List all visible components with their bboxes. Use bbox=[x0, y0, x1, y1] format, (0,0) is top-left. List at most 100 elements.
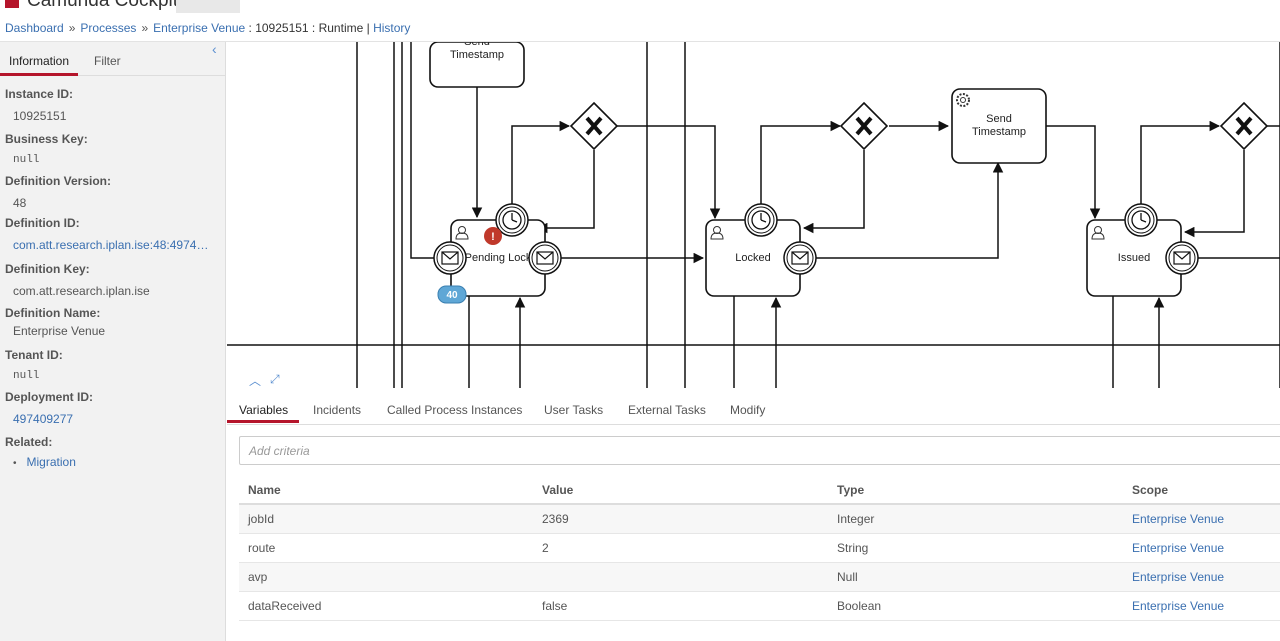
table-row: dataReceived false Boolean Enterprise Ve… bbox=[239, 591, 1280, 621]
task-label-send-timestamp-1-line1: Send bbox=[464, 42, 490, 48]
variable-scope-link[interactable]: Enterprise Venue bbox=[1123, 504, 1280, 534]
variable-scope-link[interactable]: Enterprise Venue bbox=[1123, 591, 1280, 621]
variable-type: Integer bbox=[828, 504, 1123, 534]
task-label-locked: Locked bbox=[735, 252, 770, 264]
variable-scope-link[interactable]: Enterprise Venue bbox=[1123, 562, 1280, 592]
message-boundary-event-icon[interactable] bbox=[528, 241, 562, 275]
instance-id-field: Instance ID: 10925151 bbox=[5, 87, 221, 123]
definition-id-field: Definition ID: com.att.research.iplan.is… bbox=[5, 216, 221, 252]
table-row: jobId 2369 Integer Enterprise Venue bbox=[239, 504, 1280, 534]
incident-badge[interactable]: ! bbox=[484, 227, 502, 245]
tab-filter[interactable]: Filter bbox=[94, 54, 121, 68]
table-row: route 2 String Enterprise Venue bbox=[239, 533, 1280, 563]
field-label: Related: bbox=[5, 435, 53, 449]
variable-value[interactable]: false bbox=[533, 591, 828, 621]
field-label: Definition Name: bbox=[5, 306, 101, 320]
task-send-timestamp-2[interactable] bbox=[951, 88, 1047, 164]
column-name[interactable]: Name bbox=[239, 476, 533, 505]
breadcrumb-separator: » bbox=[141, 21, 149, 35]
task-label-send-timestamp-2-line2: Timestamp bbox=[972, 126, 1026, 138]
message-boundary-event-icon[interactable] bbox=[1165, 241, 1199, 275]
table-header-row: Name Value Type Scope bbox=[239, 476, 1280, 505]
tab-external-tasks[interactable]: External Tasks bbox=[628, 403, 706, 417]
task-send-timestamp-1[interactable] bbox=[429, 42, 525, 88]
field-label: Business Key: bbox=[5, 132, 88, 146]
variable-value[interactable]: 2 bbox=[533, 533, 828, 563]
tab-incidents[interactable]: Incidents bbox=[313, 403, 362, 417]
message-boundary-event-icon[interactable] bbox=[783, 241, 817, 275]
breadcrumb-processes-link[interactable]: Processes bbox=[80, 21, 137, 35]
variable-name: avp bbox=[239, 562, 533, 592]
task-label-pending-lock: Pending Lock bbox=[465, 252, 532, 264]
tab-variables[interactable]: Variables bbox=[239, 403, 289, 417]
variable-scope-link[interactable]: Enterprise Venue bbox=[1123, 533, 1280, 563]
deployment-id-link[interactable]: 497409277 bbox=[13, 412, 74, 426]
breadcrumb-colon: : bbox=[245, 21, 256, 35]
definition-version-field: Definition Version: 48 bbox=[5, 174, 221, 210]
table-row: avp Null Enterprise Venue bbox=[239, 562, 1280, 592]
variable-type: Null bbox=[828, 562, 1123, 592]
related-field: Related: Migration bbox=[5, 435, 221, 469]
timer-boundary-event-icon[interactable] bbox=[1124, 203, 1158, 237]
variable-value[interactable] bbox=[533, 562, 828, 592]
tab-information[interactable]: Information bbox=[9, 54, 70, 68]
tab-user-tasks[interactable]: User Tasks bbox=[544, 403, 604, 417]
exclusive-gateway-1[interactable] bbox=[569, 101, 619, 151]
field-value: 48 bbox=[13, 196, 27, 210]
breadcrumb: Dashboard»Processes»Enterprise Venue : 1… bbox=[0, 13, 1280, 42]
active-tab-indicator bbox=[0, 73, 78, 76]
timer-boundary-event-icon[interactable] bbox=[495, 203, 529, 237]
field-value: com.att.research.iplan.ise bbox=[13, 284, 150, 298]
bpmn-canvas: Send Timestamp Pending Lock Locked Send … bbox=[227, 42, 1280, 388]
variable-type: Boolean bbox=[828, 591, 1123, 621]
incident-badge-text: ! bbox=[491, 231, 495, 243]
variables-table: Name Value Type Scope jobId 2369 Integer… bbox=[239, 476, 1280, 621]
task-label-send-timestamp-2-line1: Send bbox=[986, 113, 1012, 125]
variable-name: dataReceived bbox=[239, 591, 533, 621]
sidebar: ‹ Information Filter Instance ID: 109251… bbox=[0, 42, 226, 641]
related-migration-link[interactable]: Migration bbox=[13, 455, 221, 469]
deployment-id-field: Deployment ID: 497409277 bbox=[5, 390, 221, 426]
definition-name-field: Definition Name: Enterprise Venue bbox=[5, 306, 221, 338]
gear-icon bbox=[956, 93, 970, 107]
field-value: null bbox=[13, 370, 40, 382]
maximize-diagram-icon[interactable]: ⤢ bbox=[270, 372, 280, 386]
tab-modify[interactable]: Modify bbox=[730, 403, 766, 417]
exclusive-gateway-3[interactable] bbox=[1219, 101, 1269, 151]
breadcrumb-instance: 10925151 : Runtime bbox=[255, 21, 364, 35]
definition-id-link[interactable]: com.att.research.iplan.ise:48:497409277 bbox=[13, 238, 213, 252]
breadcrumb-definition-link[interactable]: Enterprise Venue bbox=[153, 21, 246, 35]
active-tab-indicator bbox=[227, 420, 299, 423]
message-boundary-event-icon[interactable] bbox=[433, 241, 467, 275]
collapse-sidebar-icon[interactable]: ‹ bbox=[212, 41, 217, 57]
field-label: Definition ID: bbox=[5, 216, 80, 230]
field-label: Deployment ID: bbox=[5, 390, 94, 404]
timer-boundary-event-icon[interactable] bbox=[744, 203, 778, 237]
header-nav-item[interactable] bbox=[176, 0, 240, 13]
breadcrumb-dashboard-link[interactable]: Dashboard bbox=[5, 21, 64, 35]
task-label-issued: Issued bbox=[1118, 252, 1150, 264]
add-criteria-input[interactable]: Add criteria bbox=[239, 436, 1280, 465]
task-label-send-timestamp-1-line2: Timestamp bbox=[450, 49, 504, 61]
column-scope[interactable]: Scope bbox=[1123, 476, 1280, 505]
tab-called-process-instances[interactable]: Called Process Instances bbox=[387, 403, 523, 417]
field-label: Tenant ID: bbox=[5, 348, 63, 362]
instance-count-badge[interactable]: 40 bbox=[437, 285, 467, 304]
field-value: Enterprise Venue bbox=[13, 324, 106, 338]
variable-type: String bbox=[828, 533, 1123, 563]
field-label: Definition Version: bbox=[5, 174, 112, 188]
sidebar-tabs: Information Filter bbox=[0, 50, 226, 76]
business-key-field: Business Key: null bbox=[5, 132, 221, 166]
collapse-diagram-icon[interactable]: ︿ bbox=[249, 374, 262, 388]
top-bar: Camunda Cockpit bbox=[0, 0, 1280, 13]
exclusive-gateway-2[interactable] bbox=[839, 101, 889, 151]
column-type[interactable]: Type bbox=[828, 476, 1123, 505]
breadcrumb-history-link[interactable]: History bbox=[373, 21, 411, 35]
breadcrumb-divider: | bbox=[366, 21, 370, 35]
column-value[interactable]: Value bbox=[533, 476, 828, 505]
definition-key-field: Definition Key: com.att.research.iplan.i… bbox=[5, 262, 221, 298]
variable-name: jobId bbox=[239, 504, 533, 534]
bpmn-diagram[interactable]: Send Timestamp Pending Lock Locked Send … bbox=[227, 42, 1280, 388]
field-label: Definition Key: bbox=[5, 262, 90, 276]
variable-value[interactable]: 2369 bbox=[533, 504, 828, 534]
